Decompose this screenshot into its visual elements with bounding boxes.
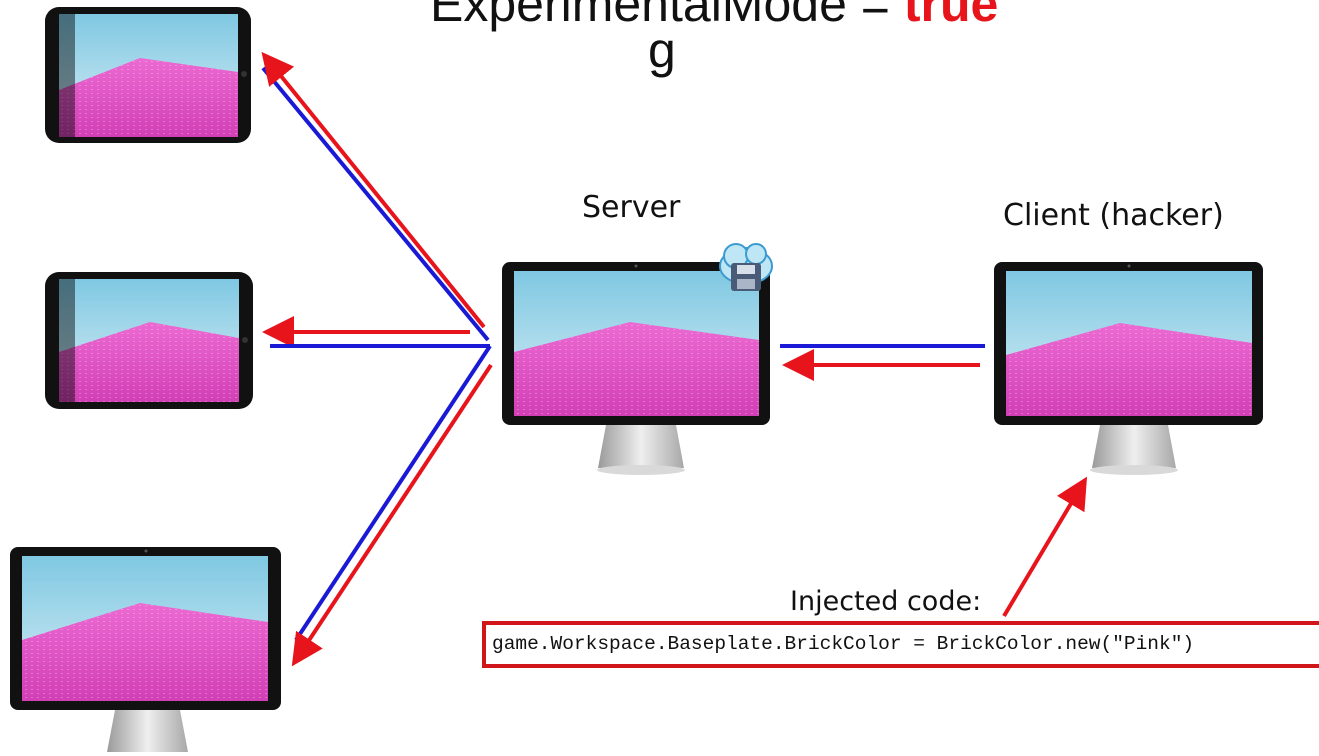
tablet-top [45,7,251,143]
client-monitor [994,262,1263,475]
arrow-red-code-to-client [1002,476,1088,618]
server-monitor [502,262,770,475]
title-value: true [903,0,999,32]
code-box: game.Workspace.Baseplate.BrickColor = Br… [482,621,1319,668]
arrow-blue-server-to-monitor-bottom [294,344,492,642]
cloud-save-icon [719,243,773,291]
arrow-red-server-to-monitor-bottom [291,363,493,667]
diagram-title: ExperimentalMode = true [430,0,1150,34]
monitor-bottom [10,547,281,752]
server-label: Server [582,190,681,225]
title-fragment: g [648,22,676,78]
injected-code-snippet: game.Workspace.Baseplate.BrickColor = Br… [492,633,1195,655]
injected-code-label: Injected code: [790,586,982,617]
title-prefix: ExperimentalMode = [430,0,904,32]
client-label: Client (hacker) [1003,198,1224,233]
arrow-red-server-to-tablet-top [261,51,486,329]
arrow-blue-server-to-tablet-top [261,66,490,342]
tablet-middle [45,272,253,409]
